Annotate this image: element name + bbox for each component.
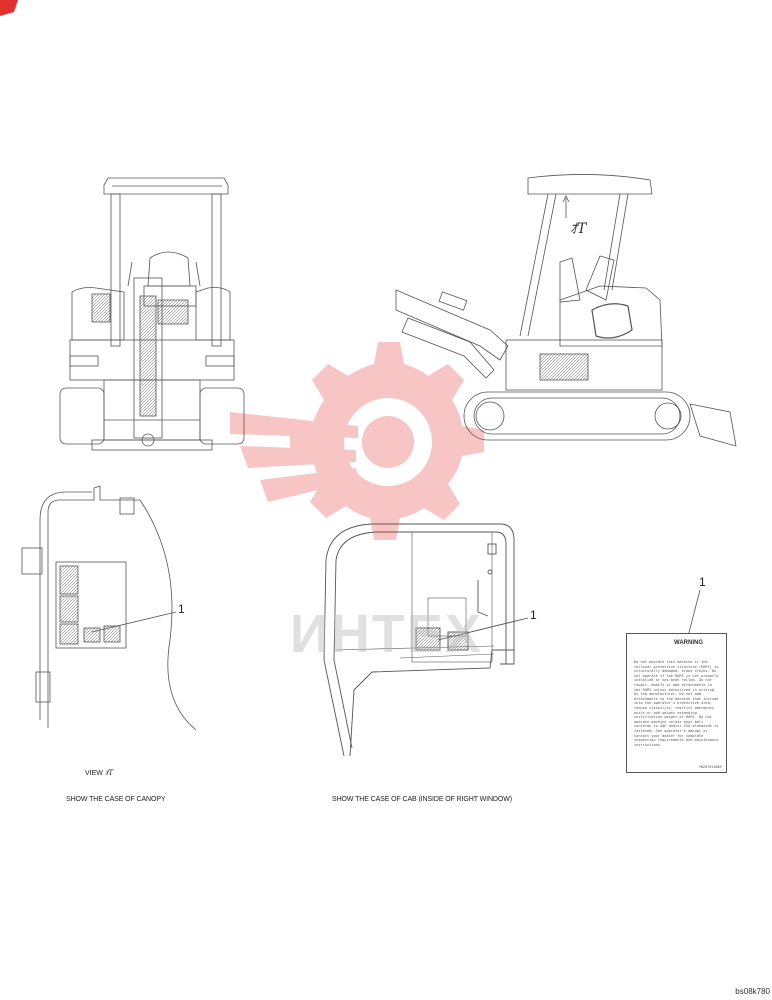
view-label-symbol: ｵT — [104, 769, 114, 777]
warning-label: WARNING Do not operate this machine if t… — [626, 633, 727, 773]
excavator-rear-view — [59, 177, 245, 451]
view-arrow-label: ｵT — [570, 221, 587, 237]
excavator-side-view — [395, 174, 737, 447]
warning-label-body: Do not operate this machine if the rollo… — [634, 660, 719, 747]
cab-caption: SHOW THE CASE OF CAB (INSIDE OF RIGHT WI… — [332, 796, 512, 803]
callout-number-canopy: 1 — [178, 602, 185, 616]
document-id: bs08k780 — [735, 987, 770, 996]
watermark-text: ИНТЕХ — [290, 604, 483, 664]
warning-label-code: YN20T01006P — [698, 765, 722, 769]
callout-number-cab: 1 — [530, 608, 537, 622]
canopy-caption: SHOW THE CASE OF CANOPY — [66, 796, 166, 803]
view-label-text: VIEW — [85, 770, 103, 777]
warning-label-heading: WARNING — [674, 640, 703, 646]
corner-logo-icon — [0, 0, 18, 16]
callout-number-label: 1 — [699, 575, 706, 589]
view-label: VIEW ｵT — [85, 768, 113, 778]
cab-detail-view — [323, 523, 529, 757]
canopy-detail-view — [21, 485, 197, 731]
watermark-gear-icon — [230, 342, 484, 540]
